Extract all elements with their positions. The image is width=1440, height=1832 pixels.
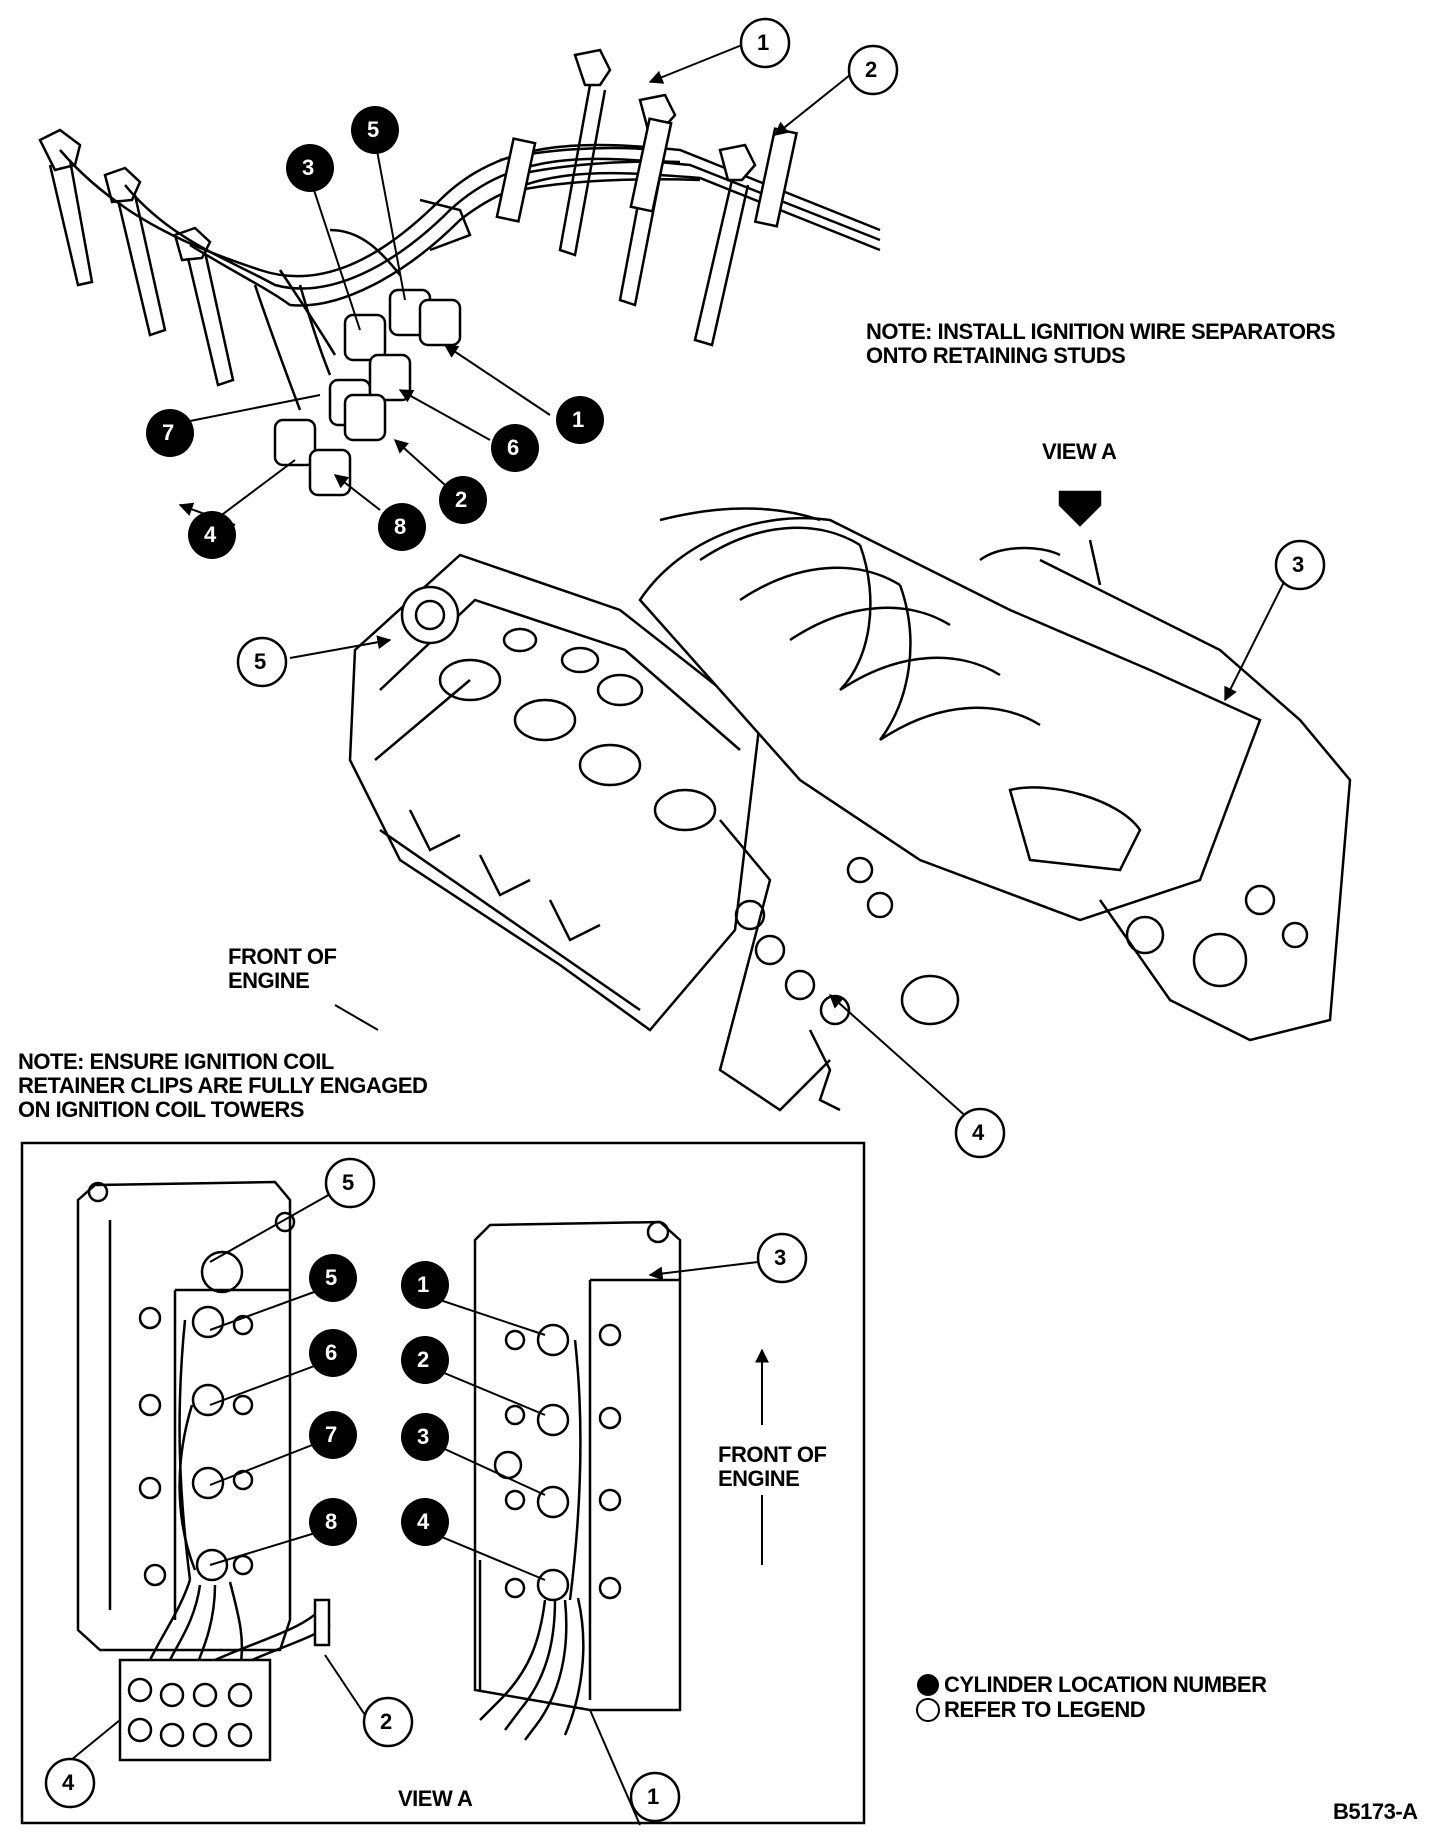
callout-label: 4 bbox=[62, 1770, 74, 1795]
callout-label: 1 bbox=[757, 30, 769, 55]
harness-leader-lines bbox=[169, 44, 851, 521]
view-a-title: VIEW A bbox=[398, 1786, 473, 1811]
key-open-label: REFER TO LEGEND bbox=[944, 1697, 1146, 1722]
cylinder-number: 5 bbox=[367, 117, 379, 142]
view-a-front-label-line-1: FRONT OF bbox=[718, 1442, 827, 1467]
legend-callouts bbox=[44, 17, 1326, 1823]
callout-top-5 bbox=[236, 636, 288, 688]
callout-view-5 bbox=[324, 1157, 376, 1209]
callout-view-3 bbox=[756, 1232, 808, 1284]
filled-circle-icon bbox=[917, 1674, 939, 1696]
cylinder-number: 4 bbox=[417, 1509, 429, 1534]
callout-top-1 bbox=[739, 17, 791, 69]
callout-label: 5 bbox=[254, 649, 266, 674]
view-a-leader-lines bbox=[64, 1192, 769, 1826]
engine-assembly bbox=[348, 490, 1352, 1112]
cylinder-number: 2 bbox=[455, 487, 467, 512]
cylinder-number: 6 bbox=[325, 1340, 337, 1365]
cylinder-number: 1 bbox=[572, 407, 584, 432]
callout-label: 3 bbox=[1292, 552, 1304, 577]
cylinder-number: 5 bbox=[325, 1265, 337, 1290]
left-spark-plug-boots bbox=[38, 128, 235, 387]
cylinder-number: 2 bbox=[417, 1347, 429, 1372]
view-a-right-bank bbox=[473, 1220, 682, 1741]
view-a-left-bank bbox=[76, 1180, 331, 1762]
open-circle-icon bbox=[916, 1698, 940, 1722]
cylinder-markers bbox=[146, 106, 939, 1696]
view-a-frame bbox=[20, 1141, 866, 1825]
view-a-arrow-icon bbox=[1058, 490, 1102, 527]
callout-top-3 bbox=[1274, 539, 1326, 591]
cylinder-number: 3 bbox=[417, 1424, 429, 1449]
callout-label: 4 bbox=[972, 1120, 984, 1145]
note-clips-line-3: ON IGNITION COIL TOWERS bbox=[18, 1097, 304, 1122]
callout-view-4 bbox=[44, 1757, 96, 1809]
harness-bundle bbox=[59, 143, 881, 411]
note-separators-line-1: NOTE: INSTALL IGNITION WIRE SEPARATORS bbox=[866, 319, 1336, 344]
callout-label: 1 bbox=[647, 1784, 659, 1809]
callout-top-2 bbox=[847, 44, 899, 96]
cylinder-number: 7 bbox=[325, 1422, 337, 1447]
cylinder-number: 3 bbox=[302, 155, 314, 180]
callout-view-1 bbox=[629, 1771, 681, 1823]
figure-code: B5173-A bbox=[1333, 1799, 1418, 1824]
callout-top-4 bbox=[954, 1107, 1006, 1159]
view-a-front-label-line-2: ENGINE bbox=[718, 1466, 800, 1491]
cylinder-number: 7 bbox=[162, 420, 174, 445]
view-a-callout-label: VIEW A bbox=[1042, 439, 1117, 464]
callout-label: 2 bbox=[380, 1709, 392, 1734]
note-separators-line-2: ONTO RETAINING STUDS bbox=[866, 343, 1126, 368]
callout-label: 2 bbox=[865, 57, 877, 82]
front-of-engine-label-line-2: ENGINE bbox=[228, 968, 310, 993]
note-clips-line-1: NOTE: ENSURE IGNITION COIL bbox=[18, 1049, 334, 1074]
callout-label: 5 bbox=[342, 1170, 354, 1195]
ignition-coils bbox=[273, 288, 462, 497]
ignition-wire-harness bbox=[38, 48, 881, 497]
right-spark-plug-boots bbox=[558, 48, 757, 347]
cylinder-number: 4 bbox=[204, 522, 216, 547]
cylinder-number: 8 bbox=[394, 514, 406, 539]
cylinder-number: 8 bbox=[325, 1509, 337, 1534]
cylinder-number: 6 bbox=[507, 435, 519, 460]
key-filled-label: CYLINDER LOCATION NUMBER bbox=[944, 1672, 1267, 1697]
wire-separators bbox=[495, 117, 799, 228]
front-of-engine-label-line-1: FRONT OF bbox=[228, 944, 337, 969]
callout-view-2 bbox=[362, 1696, 414, 1748]
note-clips-line-2: RETAINER CLIPS ARE FULLY ENGAGED bbox=[18, 1073, 428, 1098]
callout-label: 3 bbox=[774, 1245, 786, 1270]
cylinder-number: 1 bbox=[417, 1272, 429, 1297]
